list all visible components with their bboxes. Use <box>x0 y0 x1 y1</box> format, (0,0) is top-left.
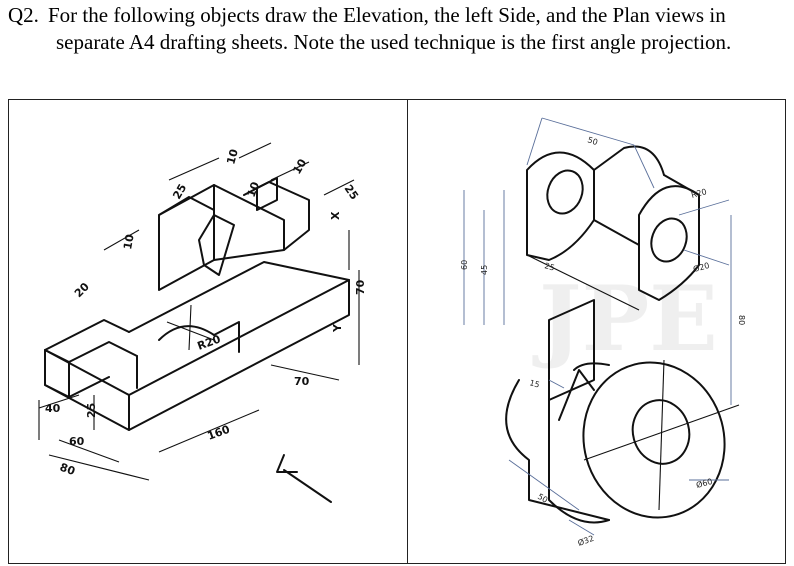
dim-label: 20 <box>72 280 92 300</box>
dim-label: Ø60 <box>695 476 714 490</box>
dim-label: 70 <box>354 279 367 295</box>
dim-label: 50 <box>536 492 549 505</box>
right-dimension-lines <box>463 117 732 536</box>
dim-label: Ø32 <box>576 533 595 548</box>
dim-label: 160 <box>206 423 232 443</box>
dim-label: 15 <box>528 378 540 389</box>
dim-label: 25 <box>85 403 98 418</box>
dim-label: Y <box>331 323 344 333</box>
dim-label: Ø20 <box>692 260 711 274</box>
dim-label: 70 <box>294 375 310 388</box>
dim-label: 10 <box>224 147 241 165</box>
question-line-2: separate A4 drafting sheets. Note the us… <box>56 30 732 54</box>
dim-label: 80 <box>737 315 746 325</box>
dim-label: 10 <box>121 233 137 251</box>
dim-label: 60 <box>69 435 85 448</box>
figure-frame <box>8 99 786 564</box>
dim-label: 10 <box>245 180 263 199</box>
dim-label: 40 <box>45 402 61 415</box>
dim-label: 50 <box>586 135 598 147</box>
question-number: Q2. <box>8 3 39 27</box>
watermark-text: JPE <box>532 266 718 372</box>
question-line-1-text: For the following objects draw the Eleva… <box>48 3 726 27</box>
right-lower-cylinder <box>505 359 740 524</box>
question-text: Q2. For the following objects draw the El… <box>8 2 788 56</box>
dim-label: X <box>329 211 342 220</box>
right-dimension-labels: 50 R20 25 Ø20 60 45 80 15 Ø60 50 Ø32 <box>460 135 746 548</box>
right-clevis-ears <box>526 145 700 311</box>
left-dimension-lines <box>38 142 360 503</box>
left-isometric-figure: 25 10 10 10 25 10 20 R20 40 25 60 80 160… <box>38 142 367 503</box>
dim-label: 10 <box>290 156 309 176</box>
dim-label: R20 <box>196 332 223 352</box>
dim-label: 25 <box>543 261 555 272</box>
right-isometric-figure: JPE <box>460 117 746 548</box>
figure-divider <box>407 99 408 564</box>
dim-label: 80 <box>58 461 77 479</box>
left-fork <box>44 304 240 398</box>
question-line-1: Q2. For the following objects draw the El… <box>8 2 788 29</box>
dim-label: R20 <box>690 187 708 200</box>
dim-label: 45 <box>480 265 489 275</box>
dim-label: 60 <box>460 260 469 270</box>
right-web <box>548 299 595 421</box>
left-upright-block <box>158 177 310 291</box>
left-dimension-labels: 25 10 10 10 25 10 20 R20 40 25 60 80 160… <box>45 147 367 478</box>
